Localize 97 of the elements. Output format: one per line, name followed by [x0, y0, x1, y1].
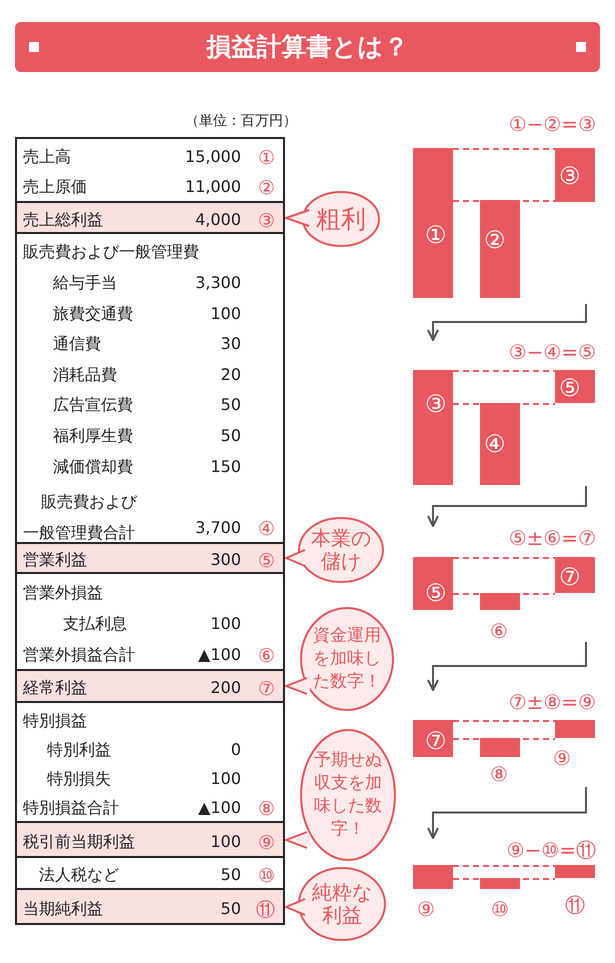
- amount: ▲100: [198, 644, 241, 664]
- item-label: 売上総利益: [23, 210, 103, 230]
- amount: 30: [220, 334, 241, 354]
- item-label: 経常利益: [23, 678, 87, 698]
- equation: ③−④=⑤: [508, 340, 596, 364]
- circled-number: ⑨: [553, 746, 571, 770]
- amount: 4,000: [195, 210, 241, 230]
- amount: 3,300: [195, 272, 241, 293]
- bubble-text: 予期せぬ収支を加味した数字！: [313, 749, 383, 841]
- circled-number: ①: [425, 223, 447, 247]
- equation: ①−②=③: [508, 112, 596, 136]
- circled-number: ⑪: [565, 893, 585, 917]
- table-section: [15, 572, 285, 671]
- circled-number: ⑧: [258, 798, 275, 818]
- amount: 0: [230, 740, 241, 760]
- amount: 100: [210, 768, 241, 788]
- amount: 50: [220, 395, 241, 416]
- equation: ⑨−⑩=⑪: [506, 838, 596, 862]
- amount: 300: [210, 550, 241, 570]
- circled-number: ⑩: [258, 866, 275, 886]
- item-label: 通信費: [53, 334, 101, 354]
- highlighted-row: [15, 669, 285, 703]
- equation: ⑤±⑥=⑦: [508, 526, 596, 550]
- item-label: 販売費および一般管理費合計: [23, 491, 138, 544]
- amount: 200: [210, 678, 241, 698]
- amount: 3,700: [195, 518, 241, 538]
- item-label: 営業外損益: [23, 582, 103, 602]
- item-label: 福利厚生費: [53, 426, 133, 446]
- highlighted-row: [15, 542, 285, 574]
- item-label: 営業外損益合計: [23, 644, 135, 664]
- amount: 100: [210, 832, 241, 852]
- circled-number: ①: [258, 148, 275, 168]
- item-label: 給与手当: [53, 272, 117, 293]
- bubble-text: 純粋な利益: [311, 881, 373, 927]
- item-label: 販売費および一般管理費: [23, 242, 199, 262]
- amount: ▲100: [198, 798, 241, 818]
- item-label: 売上原価: [23, 177, 87, 197]
- item-label: 営業利益: [23, 550, 87, 570]
- item-label: 減価償却費: [53, 456, 133, 476]
- circled-number: ⑥: [490, 619, 508, 643]
- equation: ⑦±⑧=⑨: [508, 690, 596, 714]
- circled-number: ⑦: [559, 565, 581, 589]
- table-section: [15, 701, 285, 823]
- title: 損益計算書とは？: [206, 31, 408, 63]
- circled-number: ⑦: [258, 679, 275, 699]
- circled-number: ⑤: [559, 376, 581, 400]
- arrow: [427, 486, 587, 527]
- arrow: [427, 642, 587, 691]
- circled-number: ②: [258, 178, 275, 198]
- table-section: [15, 856, 285, 890]
- arrow: [427, 304, 587, 341]
- unit-note: （単位：百万円）: [185, 112, 297, 130]
- item-label: 当期純利益: [23, 898, 103, 918]
- bubble-text: 粗利: [315, 208, 367, 230]
- circled-number: ⑩: [491, 897, 509, 921]
- item-label: 特別損失: [47, 768, 111, 788]
- amount: 50: [220, 426, 241, 446]
- amount: 11,000: [185, 177, 241, 197]
- highlighted-row: [15, 201, 285, 234]
- item-label: 消耗品費: [53, 364, 117, 385]
- circled-number: ⑥: [258, 646, 275, 666]
- circled-number: ⑤: [425, 581, 447, 605]
- amount: 50: [220, 865, 241, 885]
- amount: 15,000: [185, 147, 241, 167]
- circled-number: ③: [258, 210, 275, 230]
- item-label: 特別損益: [23, 710, 87, 730]
- item-label: 売上高: [23, 147, 71, 167]
- amount: 100: [210, 304, 241, 324]
- item-label: 税引前当期利益: [23, 832, 135, 852]
- circled-number: ⑤: [258, 551, 275, 571]
- amount: 50: [220, 898, 241, 918]
- circled-number: ②: [484, 228, 506, 252]
- arrow: [427, 787, 587, 839]
- circled-number: ⑧: [490, 762, 508, 786]
- circled-number: ④: [258, 518, 275, 539]
- amount: 20: [220, 364, 241, 385]
- table-section: [15, 232, 285, 544]
- item-label: 旅費交通費: [53, 304, 133, 324]
- circled-number: ⑨: [258, 832, 275, 852]
- amount: 100: [210, 614, 241, 634]
- circled-number: ⑨: [417, 897, 435, 921]
- highlighted-row: [15, 888, 285, 925]
- highlighted-row: [15, 821, 285, 858]
- item-label: 特別利益: [47, 740, 111, 760]
- item-label: 支払利息: [63, 614, 127, 634]
- bubble-text: 資金運用を加味した数字！: [312, 624, 382, 694]
- circled-number: ③: [425, 392, 447, 416]
- item-label: 特別損益合計: [23, 798, 119, 818]
- circled-number: ⑦: [425, 729, 447, 753]
- circled-number: ③: [559, 164, 581, 188]
- circled-number: ④: [484, 432, 506, 456]
- amount: 150: [210, 456, 241, 476]
- item-label: 法人税など: [39, 865, 119, 885]
- bubble-text: 本業の儲け: [311, 527, 371, 573]
- circled-number: ⑪: [256, 900, 275, 920]
- table-section: [15, 137, 285, 203]
- item-label: 広告宣伝費: [53, 395, 133, 416]
